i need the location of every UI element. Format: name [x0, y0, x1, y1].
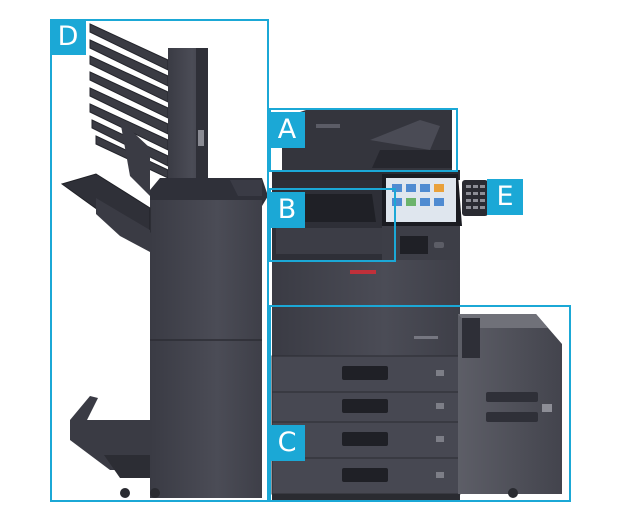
badge-c: C [269, 425, 305, 461]
screen-app-icons [392, 184, 444, 206]
printer-cabinet [272, 260, 460, 356]
zone-c-paper-cassettes [269, 305, 571, 502]
badge-a: A [269, 112, 305, 148]
brand-mark [350, 270, 376, 274]
badge-b: B [269, 192, 305, 228]
feeder-input-tray [370, 120, 440, 150]
finisher-body [150, 200, 262, 498]
zone-d-finisher [50, 19, 269, 502]
finisher-unit [60, 23, 268, 498]
side-paper-feeder [458, 314, 562, 498]
main-printer [271, 108, 488, 500]
badge-e: E [487, 179, 523, 215]
badge-d: D [50, 19, 86, 55]
